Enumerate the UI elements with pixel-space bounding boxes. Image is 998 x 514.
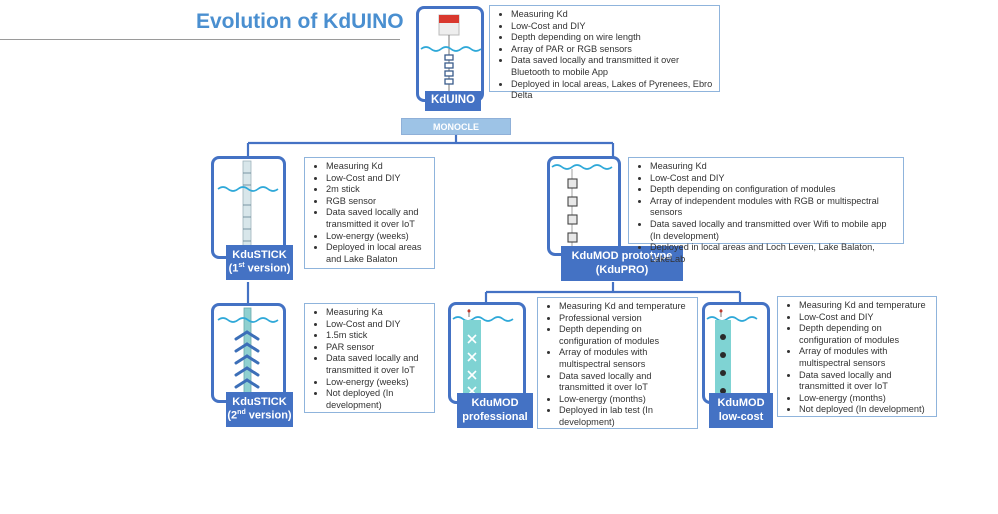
bullet-item: Measuring Kd and temperature <box>799 300 932 312</box>
kdumod-frame <box>547 156 621 256</box>
bullet-item: Not deployed (In development) <box>326 388 430 411</box>
lowcost-frame <box>702 302 770 404</box>
bullet-item: Data saved locally and transmitted it ov… <box>799 370 932 393</box>
bullet-item: Data saved locally and transmitted it ov… <box>326 353 430 376</box>
kdumod-info: Measuring KdLow-Cost and DIYDepth depend… <box>628 157 904 264</box>
bullet-item: Not deployed (In development) <box>799 404 932 416</box>
professional-label: KduMOD professional <box>457 393 533 428</box>
professional-info: Measuring Kd and temperatureProfessional… <box>537 297 698 429</box>
bullet-list: Measuring Kd and temperatureProfessional… <box>543 301 693 429</box>
bullet-list: Measuring KdLow-Cost and DIYDepth depend… <box>634 161 899 265</box>
monocle-bar: MONOCLE <box>401 118 511 135</box>
bullet-item: Depth depending on configuration of modu… <box>799 323 932 346</box>
page-title: Evolution of KdUINO <box>196 10 404 33</box>
kdumod-label: KduMOD prototype (KduPRO) <box>561 246 683 281</box>
bullet-item: Low-Cost and DIY <box>799 312 932 324</box>
bullet-item: 1.5m stick <box>326 330 430 342</box>
bullet-item: Depth depending on configuration of modu… <box>559 324 693 347</box>
lowcost-info: Measuring Kd and temperatureLow-Cost and… <box>777 296 937 417</box>
bullet-item: 2m stick <box>326 184 430 196</box>
bullet-item: Data saved locally and transmitted it ov… <box>326 207 430 230</box>
bullet-item: Low-Cost and DIY <box>326 319 430 331</box>
bullet-item: Measuring Ka <box>326 307 430 319</box>
bullet-item: RGB sensor <box>326 196 430 208</box>
bullet-item: Array of modules with multispectral sens… <box>559 347 693 370</box>
kdustick1-frame <box>211 156 286 259</box>
kdustick1-device-illustration <box>217 160 279 255</box>
bullet-item: Array of PAR or RGB sensors <box>511 44 715 56</box>
bullet-list: Measuring Kd and temperatureLow-Cost and… <box>783 300 932 416</box>
kdustick2-info: Measuring KaLow-Cost and DIY1.5m stickPA… <box>304 303 435 413</box>
kdustick1-label: KduSTICK (1st version) <box>226 245 293 280</box>
bullet-item: Deployed in lab test (In development) <box>559 405 693 428</box>
bullet-list: Measuring KdLow-Cost and DIY2m stickRGB … <box>310 161 430 265</box>
bullet-item: Low-energy (months) <box>799 393 932 405</box>
bullet-item: Professional version <box>559 313 693 325</box>
bullet-item: Measuring Kd <box>650 161 899 173</box>
bullet-item: Measuring Kd <box>511 9 715 21</box>
professional-device-illustration <box>452 309 514 399</box>
bullet-item: Data saved locally and transmitted it ov… <box>511 55 715 78</box>
bullet-item: Low-Cost and DIY <box>511 21 715 33</box>
bullet-item: Low-Cost and DIY <box>650 173 899 185</box>
lowcost-label: KduMOD low-cost <box>709 393 773 428</box>
bullet-item: Array of independent modules with RGB or… <box>650 196 899 219</box>
bullet-list: Measuring KaLow-Cost and DIY1.5m stickPA… <box>310 307 430 411</box>
bullet-item: Deployed in local areas, Lakes of Pyrene… <box>511 79 715 102</box>
bullet-item: Depth depending on configuration of modu… <box>650 184 899 196</box>
bullet-item: Deployed in local areas and Lake Balaton <box>326 242 430 265</box>
kduino-label: KdUINO <box>425 91 481 111</box>
bullet-item: Measuring Kd and temperature <box>559 301 693 313</box>
bullet-item: Low-energy (weeks) <box>326 377 430 389</box>
kdustick2-frame <box>211 303 286 403</box>
kdustick1-info: Measuring KdLow-Cost and DIY2m stickRGB … <box>304 157 435 269</box>
bullet-item: Array of modules with multispectral sens… <box>799 346 932 369</box>
bullet-item: Low-Cost and DIY <box>326 173 430 185</box>
title-rule <box>0 39 400 40</box>
kdustick2-label: KduSTICK (2nd version) <box>226 392 293 427</box>
kduino-device-illustration <box>420 14 481 91</box>
kdumod-device-illustration <box>551 164 613 249</box>
kdustick2-device-illustration <box>217 307 279 399</box>
bullet-item: Deployed in local areas and Loch Leven, … <box>650 242 899 265</box>
bullet-list: Measuring KdLow-Cost and DIYDepth depend… <box>495 9 715 102</box>
kduino-frame <box>416 6 484 102</box>
bullet-item: Data saved locally and transmitted over … <box>650 219 899 242</box>
lowcost-device-illustration <box>706 309 758 399</box>
bullet-item: Low-energy (weeks) <box>326 231 430 243</box>
bullet-item: Low-energy (months) <box>559 394 693 406</box>
professional-frame <box>448 302 526 404</box>
bullet-item: Data saved locally and transmitted it ov… <box>559 371 693 394</box>
bullet-item: PAR sensor <box>326 342 430 354</box>
kduino-info: Measuring KdLow-Cost and DIYDepth depend… <box>489 5 720 100</box>
bullet-item: Depth depending on wire length <box>511 32 715 44</box>
bullet-item: Measuring Kd <box>326 161 430 173</box>
